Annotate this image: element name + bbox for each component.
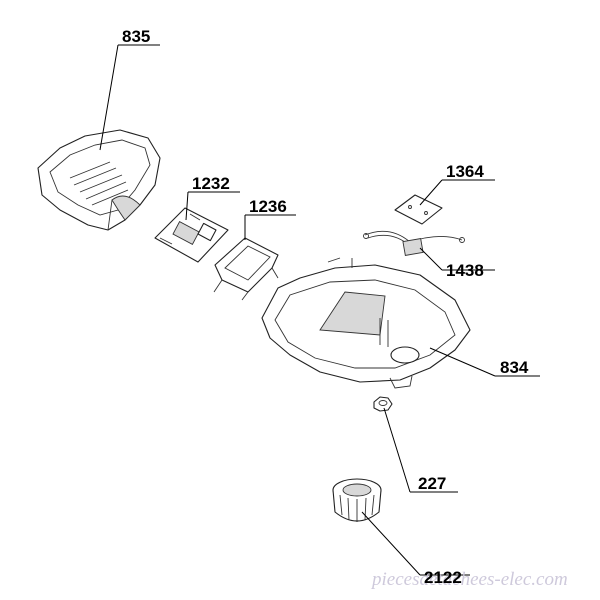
label-834: 834 (500, 358, 529, 377)
part-1438-switch (363, 230, 465, 256)
label-2122: 2122 (424, 568, 462, 587)
leader-lines (99, 44, 540, 576)
label-1364: 1364 (446, 162, 484, 181)
part-1232-board (154, 207, 229, 263)
label-1232: 1232 (192, 174, 230, 193)
leader-227 (383, 407, 458, 493)
watermark: piecesdetachees-elec.com (370, 569, 568, 590)
part-227-nut (373, 396, 393, 412)
label-1438: 1438 (446, 261, 484, 280)
leader-1232 (185, 191, 240, 221)
leader-835 (99, 44, 160, 151)
leader-1236 (244, 214, 296, 240)
leader-2122 (361, 511, 470, 576)
leader-1364 (419, 179, 495, 206)
part-1364-plate (394, 194, 443, 225)
part-834-base (261, 257, 471, 389)
part-2122-wheel (332, 478, 382, 522)
part-1236-bracket (213, 237, 279, 301)
leader-834 (429, 347, 540, 377)
label-835: 835 (122, 27, 150, 46)
label-1236: 1236 (249, 197, 287, 216)
label-227: 227 (418, 474, 446, 493)
leader-1438 (419, 247, 495, 271)
part-835-tray (37, 129, 161, 231)
